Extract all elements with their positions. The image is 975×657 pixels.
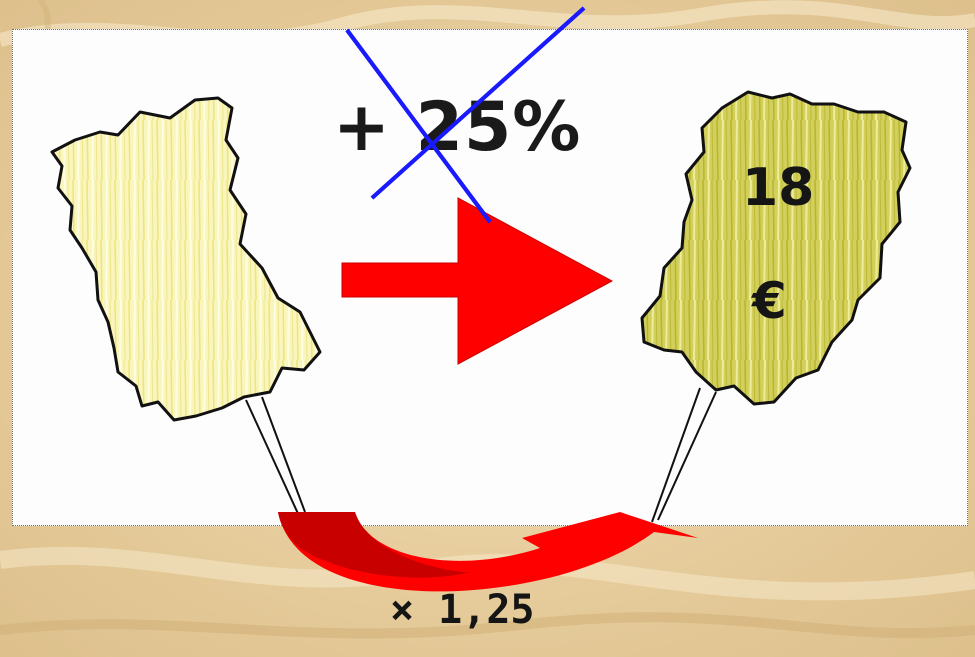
- new-price-value: 18: [742, 158, 815, 218]
- curved-arrow-icon: [278, 512, 698, 592]
- price-tag-after-icon: [640, 90, 912, 406]
- percent-increase-label: + 25%: [333, 88, 582, 167]
- right-tag-strings: [651, 387, 717, 523]
- left-tag-strings: [245, 396, 306, 519]
- multiplier-label: × 1,25: [390, 587, 535, 633]
- new-price-currency: €: [752, 272, 787, 330]
- right-arrow-icon: [341, 197, 614, 365]
- price-tag-before-icon: [50, 96, 322, 422]
